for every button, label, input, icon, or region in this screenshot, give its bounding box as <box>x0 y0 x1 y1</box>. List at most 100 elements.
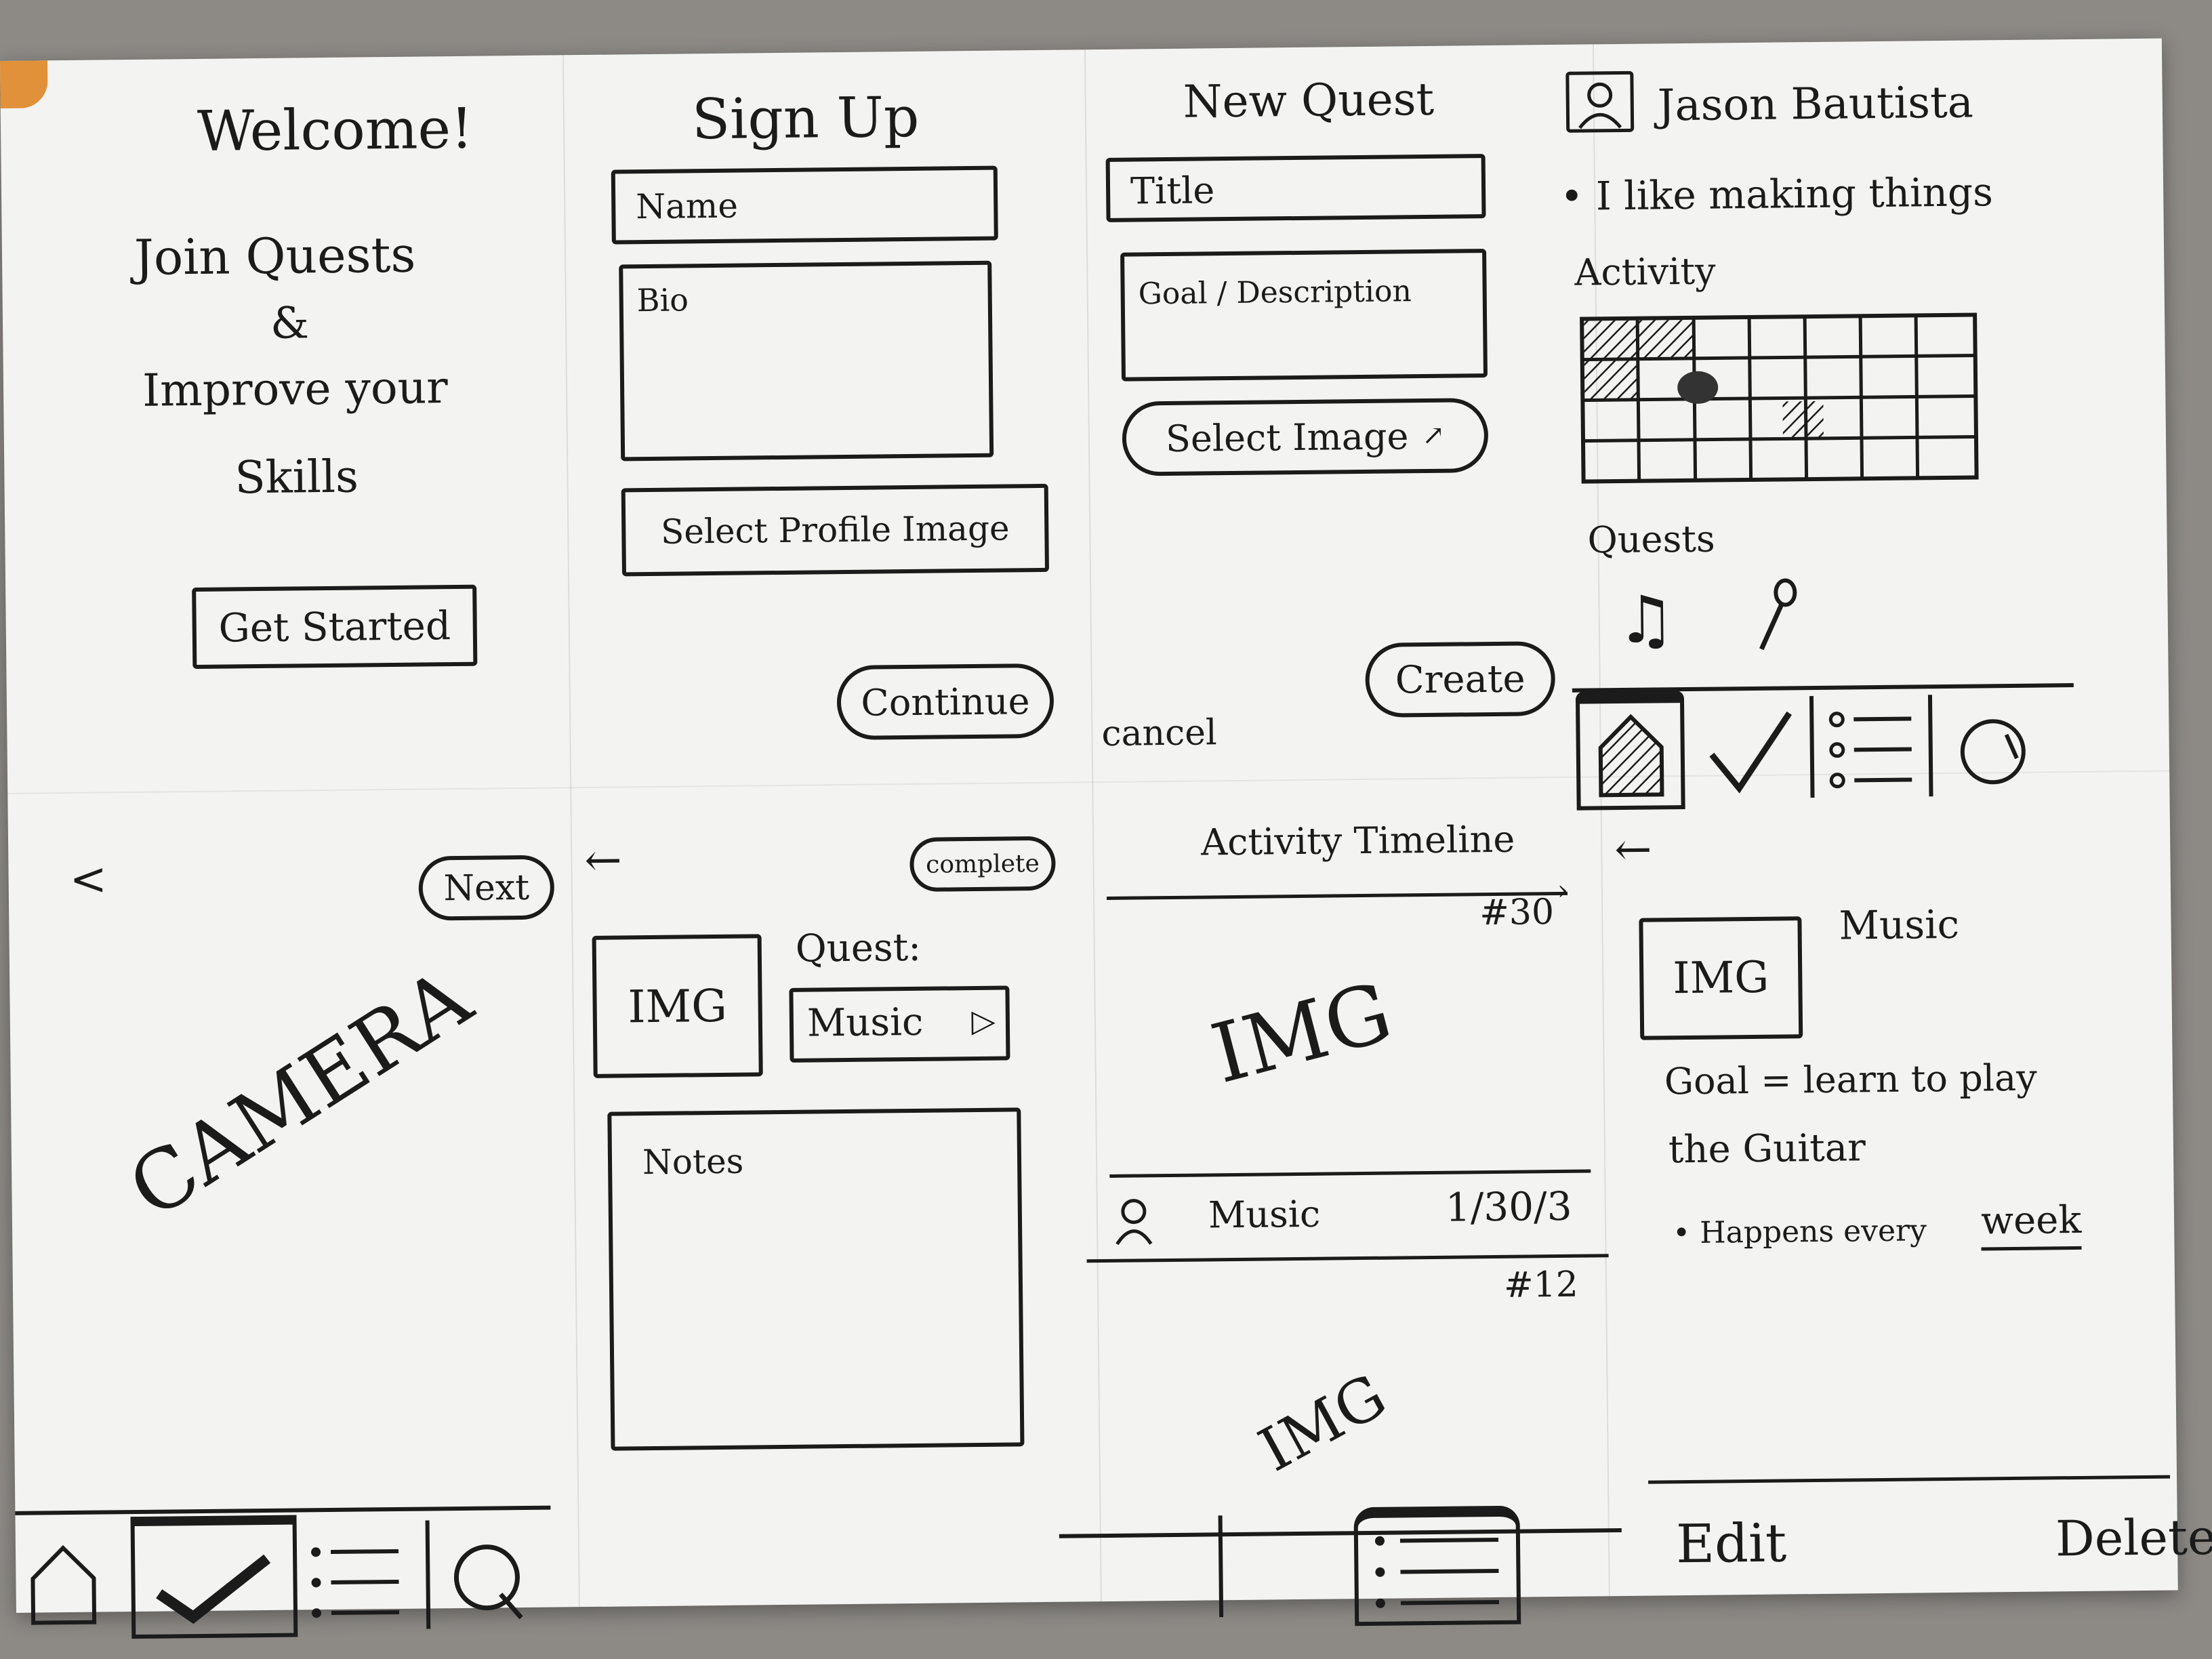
entry-count: #12 <box>1503 1264 1579 1306</box>
quest-frequency-value: week <box>1980 1197 2082 1251</box>
welcome-screen: Welcome! Join Quests & Improve your Skil… <box>0 39 2162 670</box>
back-button[interactable]: < <box>69 853 108 905</box>
home-icon <box>1598 714 1664 798</box>
create-button[interactable]: Create <box>1365 641 1556 718</box>
new-quest-screen: New Quest Title Goal / Description Selec… <box>0 39 2162 754</box>
user-icon <box>1115 1199 1153 1246</box>
quests-label: Quests <box>1587 517 1715 562</box>
sketch-paper: Welcome! Join Quests & Improve your Skil… <box>0 38 2212 1639</box>
new-quest-title: New Quest <box>1183 73 1435 128</box>
profile-name: Jason Bautista <box>1657 77 1974 131</box>
profile-bio: • I like making things <box>1559 169 1994 220</box>
name-input[interactable]: Name <box>611 165 998 245</box>
goal-description-input[interactable]: Goal / Description <box>1120 249 1488 382</box>
get-started-button[interactable]: Get Started <box>192 584 478 670</box>
fold-line <box>562 55 580 1607</box>
welcome-title: Welcome! <box>197 96 474 164</box>
checkmark-icon <box>156 1554 271 1624</box>
name-placeholder: Name <box>636 186 739 227</box>
quest-title-placeholder: Title <box>1130 169 1215 213</box>
entry-image[interactable]: IMG <box>592 934 763 1078</box>
tab-home[interactable] <box>16 1530 112 1633</box>
continue-button[interactable]: Continue <box>836 663 1054 741</box>
music-note-icon[interactable]: ♫ <box>1616 581 1676 659</box>
checkmark-icon <box>1709 711 1792 794</box>
fold-line <box>1084 49 1102 1602</box>
entry-bottom-border <box>1086 1254 1609 1263</box>
quest-select-value: Music <box>806 1000 924 1046</box>
delete-button[interactable]: Delete <box>2055 1508 2212 1568</box>
timeline-arrow-icon: › <box>1557 874 1569 907</box>
paintbrush-icon[interactable] <box>1747 577 1802 653</box>
tab-separator <box>1809 696 1815 798</box>
entry-count: #30 <box>1479 892 1555 934</box>
tab-bar-divider <box>1059 1528 1622 1538</box>
goal-description-placeholder: Goal / Description <box>1138 274 1412 312</box>
avatar-icon <box>1565 70 1635 133</box>
signup-title: Sign Up <box>691 85 920 152</box>
action-bar-divider <box>1648 1475 2171 1484</box>
bio-placeholder: Bio <box>636 281 689 319</box>
tab-list[interactable] <box>1823 701 1919 797</box>
tab-bar-divider <box>15 1505 551 1515</box>
notes-input[interactable]: Notes <box>607 1107 1025 1451</box>
timeline-entry-date: 1/30/3 <box>1445 1183 1572 1231</box>
activity-timeline-screen: Activity Timeline › #30 IMG Music 1/30/3… <box>0 39 2162 1626</box>
notes-placeholder: Notes <box>642 1141 744 1183</box>
activity-grid <box>1578 311 1980 485</box>
tab-checkmark-active[interactable] <box>130 1515 298 1639</box>
tagline-line: Skills <box>234 450 359 504</box>
cancel-button[interactable]: cancel <box>1101 712 1217 755</box>
tagline-line: Join Quests <box>134 226 416 286</box>
tab-search[interactable] <box>443 1533 538 1629</box>
list-icon <box>1828 712 1912 789</box>
external-arrow-icon: ↗ <box>1422 419 1446 452</box>
activity-label: Activity <box>1574 249 1716 294</box>
list-icon <box>311 1547 400 1618</box>
timeline-title: Activity Timeline <box>1200 817 1515 864</box>
back-arrow-button[interactable]: ← <box>583 834 623 887</box>
list-icon <box>1374 1536 1499 1608</box>
signup-screen: Sign Up Name Bio Select Profile Image Co… <box>0 39 2162 741</box>
quest-title-input[interactable]: Title <box>1105 154 1486 222</box>
tab-checkmark[interactable] <box>1701 703 1797 798</box>
quest-detail-screen: ← IMG Music Goal = learn to play the Gui… <box>0 39 2212 1576</box>
edit-button[interactable]: Edit <box>1675 1513 1787 1576</box>
quest-image: IMG <box>1639 916 1803 1040</box>
tagline-line: Improve your <box>142 361 449 417</box>
tab-separator <box>425 1520 431 1629</box>
timeline-entry-row[interactable]: Music 1/30/3 <box>0 39 2162 1263</box>
select-image-button[interactable]: Select Image ↗ <box>1122 398 1489 476</box>
tab-separator <box>1218 1515 1224 1618</box>
next-button[interactable]: Next <box>418 855 555 921</box>
home-icon <box>30 1544 97 1625</box>
dropdown-triangle-icon: ▷ <box>971 1002 996 1040</box>
complete-button[interactable]: complete <box>909 836 1056 893</box>
quest-frequency-prefix: • Happens every <box>1672 1213 1927 1251</box>
select-image-label: Select Image <box>1165 414 1409 460</box>
back-arrow-button[interactable]: ← <box>1614 823 1653 876</box>
sticky-note-corner <box>0 60 48 108</box>
tab-home-active[interactable] <box>1575 691 1685 811</box>
tab-list-active[interactable] <box>1353 1505 1521 1626</box>
quest-detail-title: Music <box>1839 901 1960 949</box>
profile-screen: Jason Bautista • I like making things Ac… <box>0 39 2162 811</box>
search-icon <box>1960 719 2026 785</box>
camera-screen: < Next CAMERA <box>0 39 2162 1639</box>
tab-separator <box>1927 695 1933 797</box>
tab-list[interactable] <box>304 1534 406 1631</box>
timeline-entry-image[interactable]: IMG <box>1248 1360 1397 1486</box>
select-profile-image-button[interactable]: Select Profile Image <box>621 483 1049 577</box>
log-entry-screen: ← complete IMG Quest: Music ▷ Notes <box>0 39 2162 1451</box>
timeline-entry-image[interactable]: IMG <box>1202 965 1401 1103</box>
camera-viewfinder: CAMERA <box>112 951 487 1237</box>
bio-input[interactable]: Bio <box>619 260 994 462</box>
search-icon <box>453 1544 523 1620</box>
quest-select[interactable]: Music ▷ <box>789 985 1010 1063</box>
entry-top-border <box>1109 1169 1591 1178</box>
quest-goal-line: Goal = learn to play <box>1664 1056 2038 1103</box>
tab-search[interactable] <box>1952 708 2041 796</box>
quest-label: Quest: <box>795 925 922 971</box>
tagline-line: & <box>270 298 310 349</box>
timeline-entry-name: Music <box>1208 1192 1321 1237</box>
